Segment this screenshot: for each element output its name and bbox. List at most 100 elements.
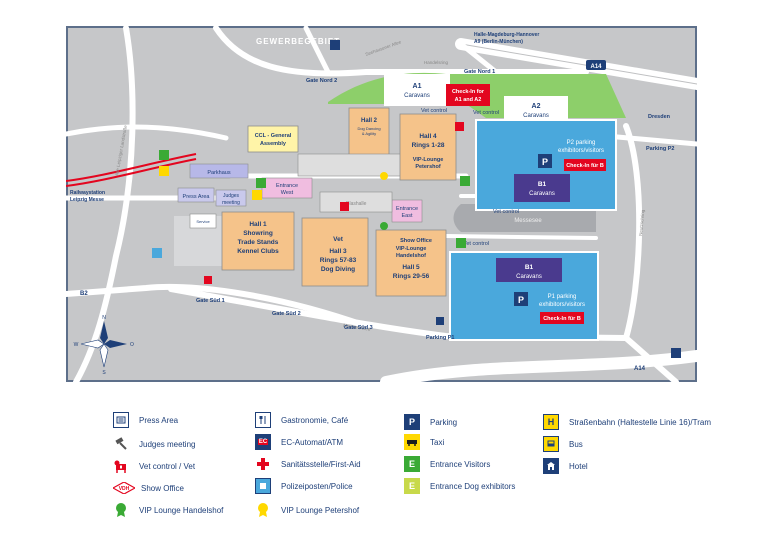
- legend-bus: Bus: [543, 434, 583, 454]
- parking-icon-letter: P: [408, 417, 415, 427]
- legend-label: Gastronomie, Café: [281, 415, 349, 425]
- checkin-b-top-box: [564, 159, 606, 171]
- p1-line2: exhibitors/visitors: [539, 302, 585, 308]
- hall4-line1: Hall 4: [419, 133, 437, 140]
- hotel-icon: [330, 40, 340, 50]
- checkin-b-top: Check-In für B: [566, 163, 604, 169]
- venue-map: Messesee A1 Caravans A2 Caravans Check-I…: [66, 26, 697, 382]
- a1-box: [384, 74, 450, 106]
- hall5-line4: Hall 5: [402, 264, 420, 271]
- first-aid-icon-1: [455, 122, 464, 131]
- entrance-east-line2: East: [401, 213, 412, 219]
- first-aid-icon: [255, 456, 271, 472]
- vip-petershof-map-icon: [380, 172, 388, 180]
- hall3-box: [301, 217, 369, 287]
- legend-label: Vet control / Vet: [139, 461, 196, 471]
- p2-parking-icon-letter: P: [542, 157, 548, 167]
- compass-w: W: [74, 342, 79, 348]
- hall2-box: [348, 107, 390, 163]
- press-area-label: Press Area: [183, 194, 211, 200]
- vet-control-2: Vet control: [473, 110, 499, 116]
- police-icon: [152, 248, 162, 258]
- ccl-line2: Assembly: [260, 141, 287, 147]
- entrance-west-line1: Entrance: [276, 183, 298, 189]
- entrance-dog-exhibitors-icon: E: [404, 478, 420, 494]
- entrance-visitors-letter: E: [408, 459, 415, 469]
- legend-gastronomy: Gastronomie, Café: [255, 410, 348, 430]
- hall5-line5: Rings 29-56: [393, 273, 430, 280]
- a2-label: A2: [532, 103, 541, 110]
- a14-top-shield: [586, 60, 606, 70]
- legend-entrance-visitors: E Entrance Visitors: [404, 454, 490, 474]
- show-office-icon: VDH: [113, 480, 135, 496]
- p2-line2: exhibitors/visitors: [558, 148, 604, 154]
- street-messe-allee: Messe-Allee: [343, 323, 371, 333]
- parkhaus-label: Parkhaus: [207, 170, 230, 176]
- legend-label: Straßenbahn (Haltestelle Linie 16)/Tram: [569, 417, 711, 427]
- hall3-line4: Dog Diving: [321, 266, 355, 273]
- street-handelsring: Handelsring: [424, 60, 449, 65]
- a2-sub-label: Caravans: [523, 113, 549, 119]
- a14-top-label: A14: [590, 64, 602, 70]
- p1-line1: P1 parking: [548, 294, 577, 300]
- compass-e: O: [130, 342, 134, 348]
- legend-press-area: Press Area: [113, 410, 178, 430]
- glass-hall-label: Glashalle: [346, 201, 367, 207]
- b1-top-box: [514, 174, 570, 202]
- legend-label: Bus: [569, 439, 583, 449]
- halle-line1: Halle-Magdeburg-Hannover: [474, 32, 539, 38]
- hall2-sub2: & Agility: [362, 131, 376, 136]
- vip-petershof-line2: Petershof: [415, 164, 441, 170]
- compass-s: S: [102, 370, 106, 376]
- halle-line2: A9 (Berlin-München): [474, 39, 523, 45]
- hall3-line3: Rings 57-83: [320, 257, 357, 264]
- messesee-label: Messesee: [514, 218, 542, 224]
- vet-control-3: Vet control: [493, 209, 519, 215]
- legend-police: Polizeiposten/Police: [255, 476, 353, 496]
- tram-icon-letter: H: [547, 417, 555, 427]
- tram-stop-icon: [159, 150, 169, 160]
- hall1-line3: Trade Stands: [238, 239, 279, 246]
- judges-meeting-line1: Judges: [223, 193, 240, 199]
- bus-icon: [159, 166, 169, 176]
- legend-atm: EC EC-Automat/ATM: [255, 432, 343, 452]
- entrance-visitors-east-icon: [460, 176, 470, 186]
- hall5-line3: Handelshof: [396, 253, 426, 259]
- hall1-line2: Showring: [243, 230, 273, 237]
- p2-line1: P2 parking: [567, 140, 596, 146]
- bus-stop-icon: [671, 348, 681, 358]
- legend-label: VIP Lounge Handelshof: [139, 505, 224, 515]
- ccl-line1: CCL - General: [255, 133, 292, 139]
- b1-top-sub: Caravans: [529, 191, 555, 197]
- ccl-box: [247, 125, 299, 153]
- legend-label: Parking: [430, 417, 458, 427]
- checkin-a-line2: A1 and A2: [455, 97, 482, 103]
- vet-control-4: Vet control: [463, 241, 489, 247]
- vip-petershof-line1: VIP-Lounge: [413, 157, 444, 163]
- compass-rose: N S W O: [74, 315, 134, 376]
- legend-entrance-dog-exhibitors: E Entrance Dog exhibitors: [404, 476, 515, 496]
- legend-judges-meeting: Judges meeting: [113, 434, 195, 454]
- entrance-visitors-icon: E: [404, 456, 420, 472]
- press-area-box: [177, 187, 215, 203]
- district-label: GEWERBEGEBIET: [256, 37, 340, 46]
- parking-p2-label: Parking P2: [646, 146, 674, 152]
- hall5-line2: VIP-Lounge: [396, 246, 427, 252]
- hall1-box: [221, 211, 295, 271]
- legend-label: Polizeiposten/Police: [281, 481, 353, 491]
- parkhaus-box: [189, 163, 249, 179]
- legend-vet: Vet control / Vet: [113, 456, 195, 476]
- railway-line1: Railwaystation: [70, 190, 105, 196]
- gate-sued2: Gate Süd 2: [272, 311, 301, 317]
- taxi-icon: [404, 434, 420, 450]
- exhibition-complex: CCL - General Assembly Hall 2 Dog Dancin…: [177, 107, 457, 297]
- hall5-box: [375, 229, 447, 297]
- tram-icon: H: [543, 414, 559, 430]
- legend-hotel: Hotel: [543, 456, 588, 476]
- legend-label: Show Office: [141, 483, 184, 493]
- b1-top-label: B1: [538, 181, 547, 188]
- vip-handelshof-map-icon: [380, 222, 388, 230]
- p1-parking-icon: [514, 292, 528, 306]
- hall4-line2: Rings 1-28: [412, 142, 445, 149]
- legend-vip-petershof: VIP Lounge Petershof: [255, 500, 359, 520]
